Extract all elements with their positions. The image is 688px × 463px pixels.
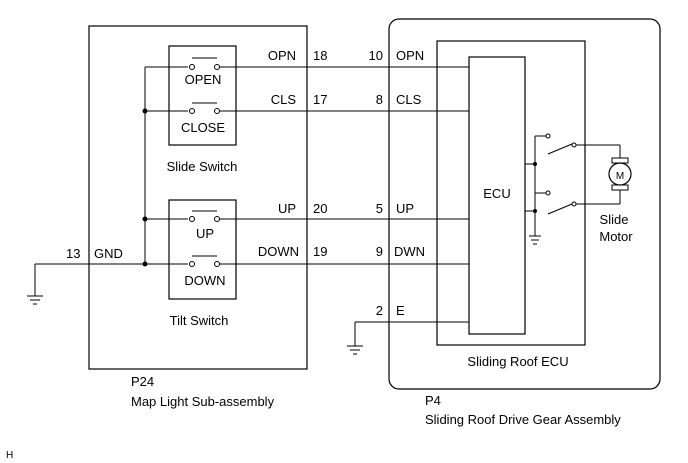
wire-right-pin: 9 [376,244,383,259]
drive-gear-connector: P4 [425,393,441,408]
up-switch-label: UP [196,226,214,241]
close-switch-contact [189,102,220,114]
slide-switch-label: Slide Switch [167,159,238,174]
sliding-roof-ecu-box [436,40,586,346]
close-switch-label: CLOSE [181,120,225,135]
ground-symbol-ecu [529,235,541,245]
corner-mark: H [6,450,13,461]
wire-left-label: CLS [271,92,297,107]
motor-brush-top [611,157,629,164]
ground-symbol-e [347,345,363,355]
junction-dot [142,108,148,114]
motor-brush-bottom [611,184,629,191]
wire-right-label: UP [396,201,414,216]
wire-left-pin: 18 [313,48,327,63]
motor-label-2: Motor [599,229,633,244]
wire-right-pin: 5 [376,201,383,216]
open-switch-label: OPEN [185,72,222,87]
wire-right-label: CLS [396,92,422,107]
wire-left-pin: 19 [313,244,327,259]
e-label: E [396,303,405,318]
motor-icon [608,162,632,186]
down-switch-label: DOWN [184,273,225,288]
map-light-name: Map Light Sub-assembly [131,394,275,409]
wire-left-label: OPN [268,48,296,63]
ecu-box [468,56,526,335]
ecu-label: ECU [483,186,510,201]
tilt-switch-label: Tilt Switch [170,313,229,328]
map-light-box [88,25,308,370]
sliding-roof-ecu-label: Sliding Roof ECU [467,354,568,369]
drive-gear-name: Sliding Roof Drive Gear Assembly [425,412,621,427]
gnd-pin: 13 [66,246,80,261]
wire-left-pin: 17 [313,92,327,107]
drive-gear-box [388,18,661,390]
up-switch-contact [189,210,220,222]
relay-circuit [525,133,620,236]
map-light-connector: P24 [131,374,154,389]
down-switch-contact [189,255,220,267]
e-pin: 2 [376,303,383,318]
motor-symbol: M [616,171,624,182]
wire-right-label: OPN [396,48,424,63]
wire-right-pin: 10 [369,48,383,63]
wire-right-pin: 8 [376,92,383,107]
ground-symbol-left [27,295,43,305]
open-switch-contact [189,57,220,70]
wire-left-label: UP [278,201,296,216]
junction-dot [142,261,148,267]
junction-dot [142,216,148,222]
wire-left-label: DOWN [258,244,299,259]
tilt-switch-box [168,199,237,300]
wire-right-label: DWN [394,244,425,259]
motor-label-1: Slide [600,212,629,227]
wire-left-pin: 20 [313,201,327,216]
gnd-label: GND [94,246,123,261]
slide-switch-box [168,45,237,146]
